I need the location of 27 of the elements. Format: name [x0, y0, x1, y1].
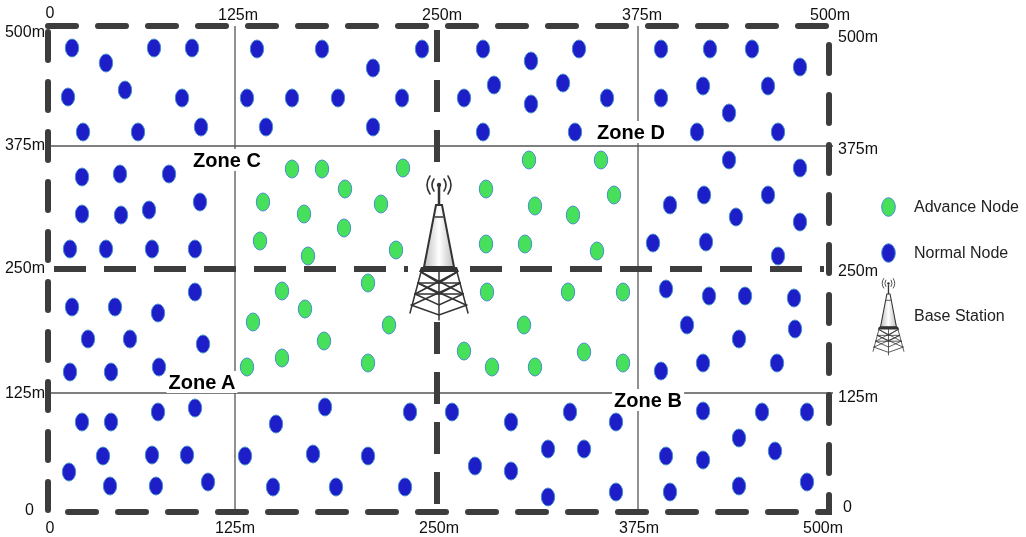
zone-label: Zone A — [166, 371, 238, 393]
zone-label: Zone B — [612, 389, 684, 411]
axis-tick-label: 125m — [838, 388, 879, 406]
axis-tick-label: 125m — [4, 384, 45, 402]
axis-tick-label: 375m — [4, 136, 45, 154]
axis-tick-label: 500m — [838, 28, 879, 46]
legend-label: Base Station — [914, 307, 1005, 325]
axis-tick-label: 375m — [838, 140, 879, 158]
axis-tick-label: 250m — [422, 6, 462, 24]
axis-tick-label: 375m — [619, 519, 659, 537]
axis-tick-label: 500m — [4, 23, 45, 41]
axis-tick-label: 250m — [838, 262, 879, 280]
axis-tick-label: 375m — [622, 6, 662, 24]
axis-tick-label: 125m — [218, 6, 258, 24]
axis-tick-label: 250m — [4, 259, 45, 277]
legend-label: Advance Node — [914, 198, 1019, 216]
axis-tick-label: 500m — [810, 6, 850, 24]
axis-tick-label: 250m — [419, 519, 459, 537]
axis-tick-label: 0 — [45, 519, 55, 537]
legend-label: Normal Node — [914, 244, 1009, 262]
axis-tick-label: 0 — [843, 498, 852, 516]
axis-tick-label: 500m — [803, 519, 843, 537]
zone-label: Zone C — [191, 149, 263, 171]
axis-tick-label: 0 — [25, 501, 34, 519]
axis-tick-label: 0 — [45, 4, 55, 22]
zone-label: Zone D — [595, 121, 667, 143]
axis-tick-label: 125m — [215, 519, 255, 537]
